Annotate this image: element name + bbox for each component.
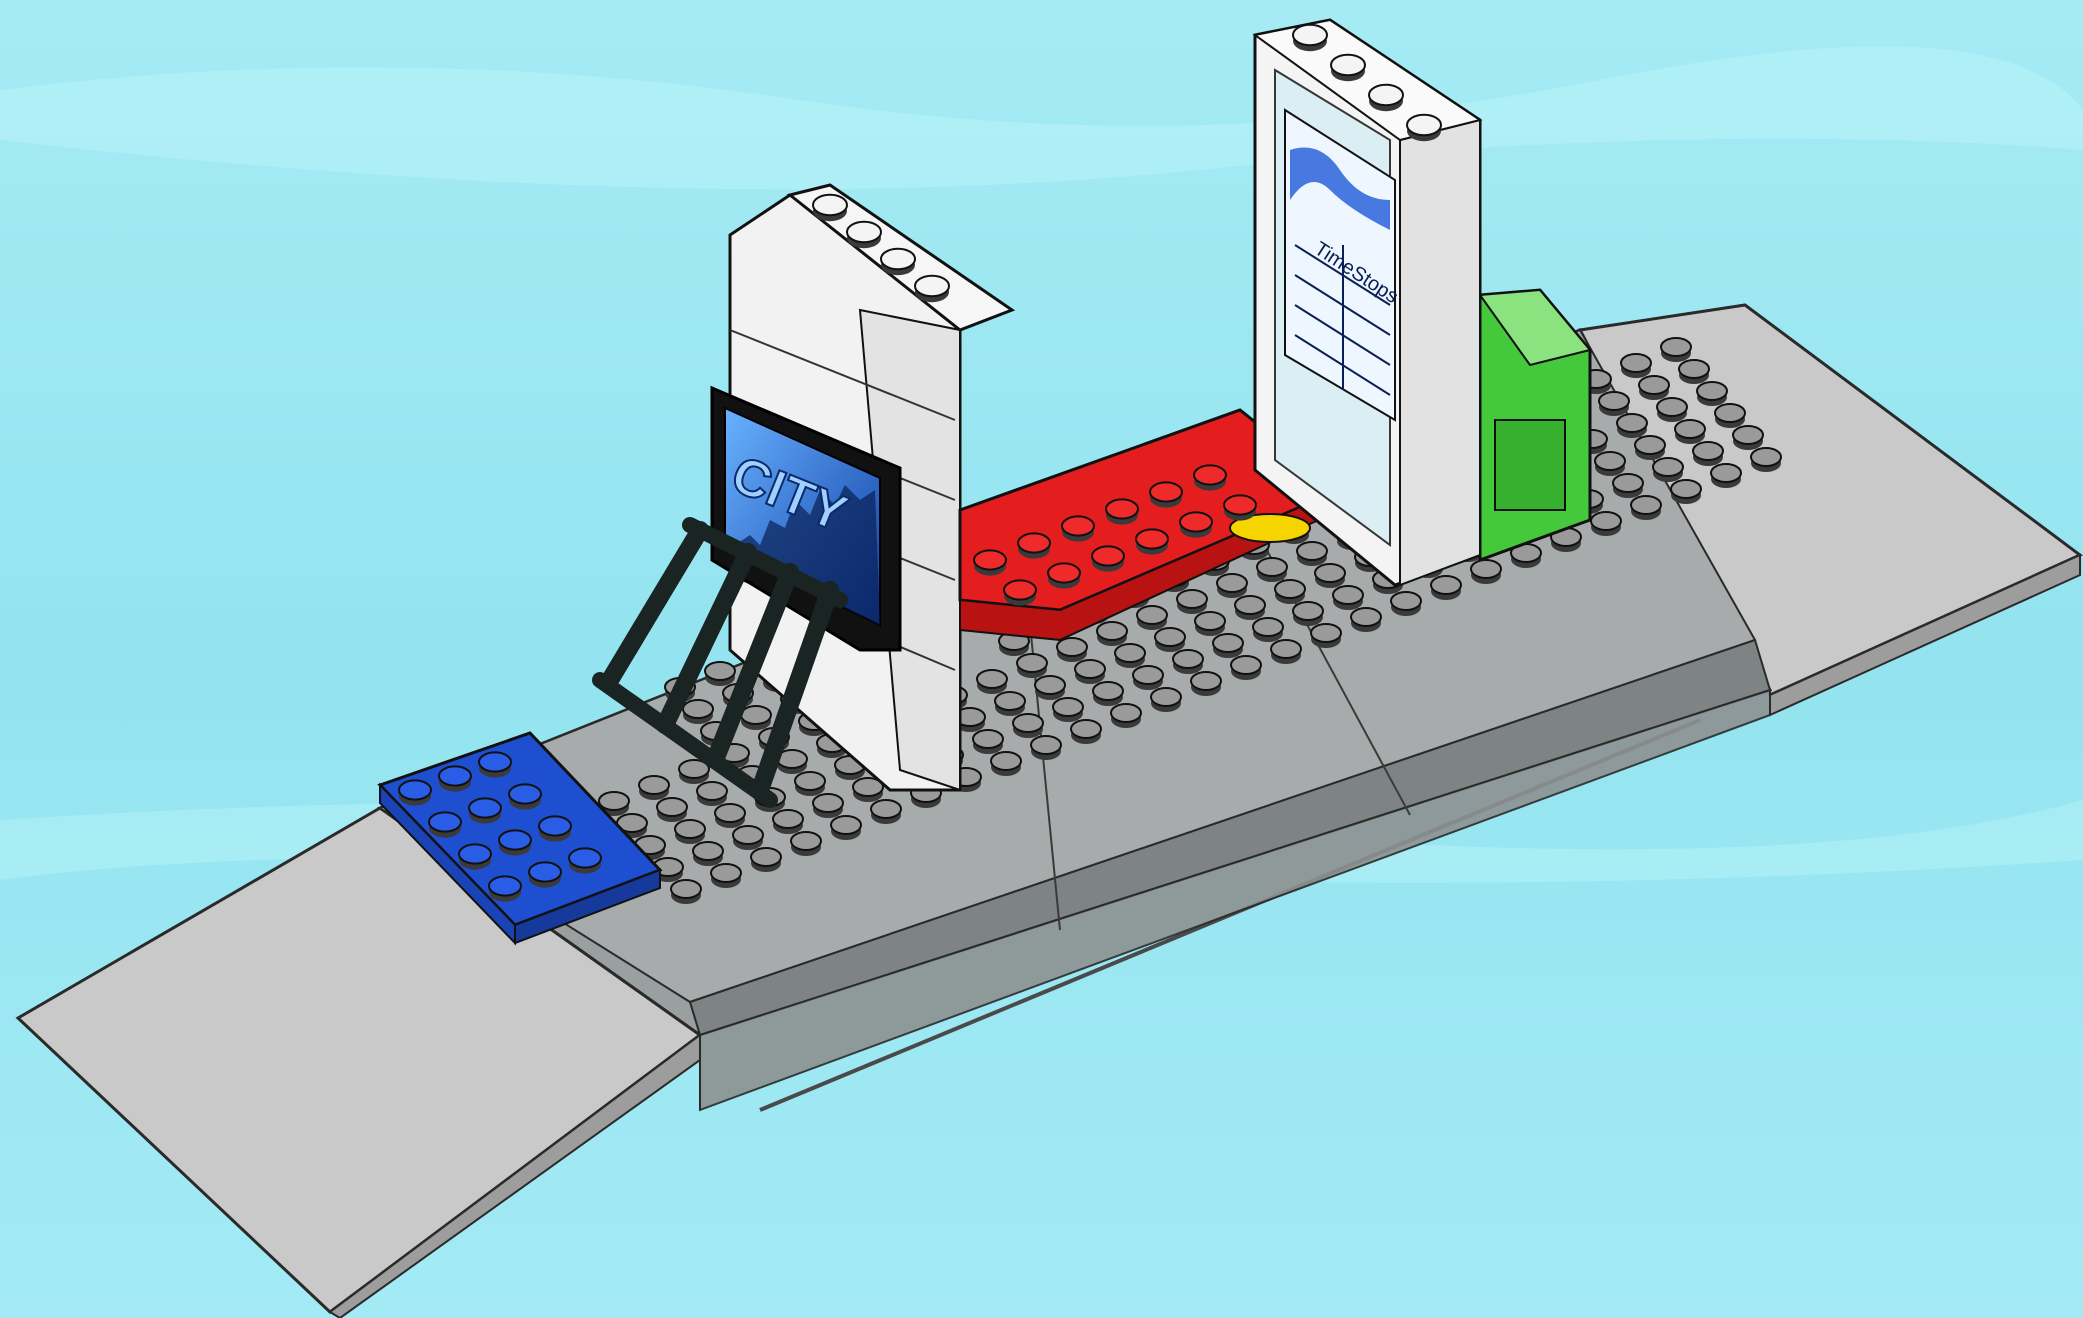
green-trash-bin <box>1480 290 1590 560</box>
